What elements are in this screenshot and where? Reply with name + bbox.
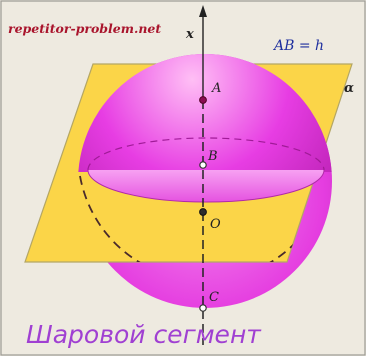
- plane-label: α: [344, 81, 354, 96]
- caption: Шаровой сегмент: [26, 320, 262, 349]
- base-ellipse-front-edge: [87, 169, 325, 203]
- axis-label: x: [185, 27, 194, 42]
- base-ellipse-back: [87, 137, 325, 171]
- formula: AB = h: [272, 38, 324, 54]
- point-o-marker: [199, 208, 207, 216]
- point-a-label: A: [211, 81, 221, 96]
- point-o-label: O: [210, 217, 221, 232]
- axis-arrow-icon: [199, 5, 207, 17]
- point-a-marker: [199, 96, 207, 104]
- point-b-marker: [199, 161, 207, 169]
- point-b-label: B: [207, 149, 218, 164]
- point-c-marker: [199, 304, 207, 312]
- spherical-segment: [78, 54, 332, 172]
- watermark: repetitor-problem.net: [8, 21, 161, 36]
- point-c-label: C: [209, 290, 219, 305]
- base-ellipse-front: [88, 170, 324, 202]
